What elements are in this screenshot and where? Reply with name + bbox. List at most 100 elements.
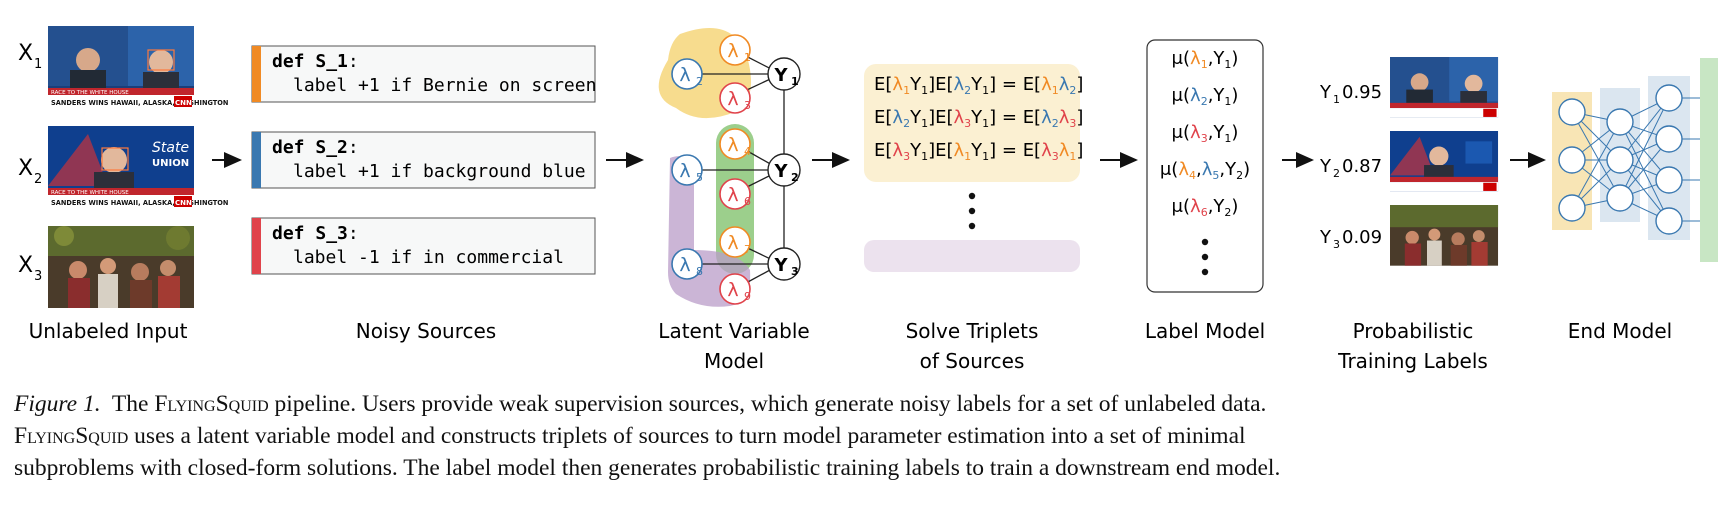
end-model-network: End Model (1552, 58, 1718, 343)
svg-text:Y: Y (1319, 82, 1332, 103)
stage-label-prob-line2: Training Labels (1337, 349, 1488, 373)
input-x2-label: X 2 (18, 156, 42, 187)
label-model-dots (1201, 238, 1209, 276)
svg-text:λ: λ (727, 134, 738, 156)
end-node-l1-3 (1558, 194, 1586, 222)
end-node-l1-1 (1558, 98, 1586, 126)
stage-label-noisy-sources: Noisy Sources (356, 319, 496, 343)
svg-text:λ: λ (727, 40, 738, 62)
svg-text:0.87: 0.87 (1342, 156, 1382, 177)
svg-text:4: 4 (744, 145, 751, 158)
svg-text:SANDERS WINS HAWAII, ALASKA, W: SANDERS WINS HAWAII, ALASKA, WASHINGTON (51, 199, 228, 207)
stage-label-triplets-line1: Solve Triplets (906, 319, 1039, 343)
triplet-equation-2: E[λ2Y1]E[λ3Y1] = E[λ2λ3] (874, 107, 1083, 130)
svg-text:X: X (18, 253, 33, 278)
mu-row-1: μ(λ1,Y1) (1172, 48, 1239, 71)
video-frame-commercial-crowd (48, 226, 194, 308)
svg-text:3: 3 (34, 269, 42, 284)
svg-text:1: 1 (744, 51, 751, 64)
stage-label-label-model: Label Model (1145, 319, 1265, 343)
stage-label-latent-line2: Model (704, 349, 764, 373)
end-layer-output-bg (1700, 58, 1718, 262)
triplet-equations-panel (864, 64, 1080, 182)
svg-text:Y: Y (773, 65, 788, 86)
svg-text:1: 1 (34, 57, 42, 72)
label-model-stage: μ(λ1,Y1) μ(λ2,Y1) μ(λ3,Y1) μ(λ4,λ5,Y2) μ(λ6,… (1145, 39, 1265, 343)
svg-text:CNN: CNN (175, 199, 192, 207)
mu-row-2: μ(λ2,Y1) (1172, 85, 1239, 108)
svg-text:def S_3:: def S_3: (272, 223, 359, 244)
svg-text:1: 1 (791, 75, 799, 88)
input-x3-label: X 3 (18, 253, 42, 284)
svg-text:X: X (18, 41, 33, 66)
svg-text:λ: λ (679, 254, 690, 276)
video-frame-bernie-blue-background: State UNION RACE TO THE WHITE HOUSE SAND… (48, 126, 228, 208)
svg-text:X: X (18, 156, 33, 181)
svg-text:3: 3 (791, 265, 799, 278)
end-node-l2-2 (1606, 146, 1634, 174)
svg-text:0.09: 0.09 (1342, 227, 1382, 248)
end-node-l2-1 (1606, 108, 1634, 136)
video-frame-news-anchor-and-bernie: RACE TO THE WHITE HOUSE SANDERS WINS HAW… (48, 26, 228, 108)
source-s3-color-bar (252, 218, 261, 274)
source-s3-box: def S_3: label -1 if in commercial (251, 217, 596, 275)
stage-label-end-model: End Model (1568, 319, 1672, 343)
svg-text:def S_1:: def S_1: (272, 51, 359, 72)
svg-text:label +1 if Bernie on screen: label +1 if Bernie on screen (293, 75, 596, 96)
mu-row-5: μ(λ6,Y2) (1172, 196, 1239, 219)
svg-text:5: 5 (696, 171, 703, 184)
mu-row-4: μ(λ4,λ5,Y2) (1160, 159, 1250, 182)
mu-row-3: μ(λ3,Y1) (1172, 122, 1239, 145)
end-node-l3-1 (1655, 84, 1683, 112)
end-node-l3-3 (1655, 166, 1683, 194)
svg-text:λ: λ (727, 184, 738, 206)
triplet-equation-1: E[λ1Y1]E[λ2Y1] = E[λ1λ2] (874, 74, 1083, 97)
figure-caption: Figure 1. The FlyingSquid pipeline. User… (14, 388, 1714, 484)
label-model-box (1146, 39, 1264, 293)
end-node-l2-3 (1606, 184, 1634, 212)
svg-text:2: 2 (791, 171, 799, 184)
svg-text:2: 2 (1333, 167, 1340, 180)
triplet-equation-3: E[λ3Y1]E[λ1Y1] = E[λ3λ1] (874, 140, 1083, 163)
svg-text:λ: λ (727, 232, 738, 254)
source-s1-box: def S_1: label +1 if Bernie on screen (251, 45, 596, 103)
svg-text:2: 2 (34, 172, 42, 187)
noisy-sources-stage: def S_1: label +1 if Bernie on screen de… (251, 45, 596, 343)
end-node-l3-4 (1655, 207, 1683, 235)
triplet-faded-panel (864, 240, 1080, 272)
svg-text:λ: λ (727, 88, 738, 110)
svg-text:def S_2:: def S_2: (272, 137, 359, 158)
stage-label-triplets-line2: of Sources (920, 349, 1025, 373)
end-model-nodes (1558, 84, 1683, 235)
svg-text:Y: Y (1319, 156, 1332, 177)
svg-text:Y: Y (1319, 227, 1332, 248)
triplet-equations: E[λ1Y1]E[λ2Y1] = E[λ1λ2] E[λ2Y1]E[λ3Y1] =… (874, 74, 1083, 163)
svg-text:0.95: 0.95 (1342, 82, 1382, 103)
svg-text:λ: λ (679, 160, 690, 182)
svg-text:3: 3 (1333, 238, 1340, 251)
svg-text:RACE TO THE WHITE HOUSE: RACE TO THE WHITE HOUSE (51, 90, 129, 96)
svg-text:label -1 if in commercial: label -1 if in commercial (293, 247, 564, 268)
caption-system-name: FlyingSquid (154, 391, 269, 417)
svg-text:3: 3 (744, 99, 751, 112)
triplet-dots (968, 192, 976, 230)
svg-text:7: 7 (744, 243, 751, 256)
svg-text:label +1 if background blue: label +1 if background blue (293, 161, 586, 182)
svg-text:1: 1 (1333, 93, 1340, 106)
svg-text:State: State (152, 140, 189, 156)
label-model-mu-rows: μ(λ1,Y1) μ(λ2,Y1) μ(λ3,Y1) μ(λ4,λ5,Y2) μ(λ6,… (1160, 48, 1250, 219)
input-x1-label: X 1 (18, 41, 42, 72)
svg-text:8: 8 (696, 265, 703, 278)
svg-text:λ: λ (679, 64, 690, 86)
thumb-frame-3 (1390, 205, 1499, 266)
svg-text:Y: Y (773, 161, 788, 182)
